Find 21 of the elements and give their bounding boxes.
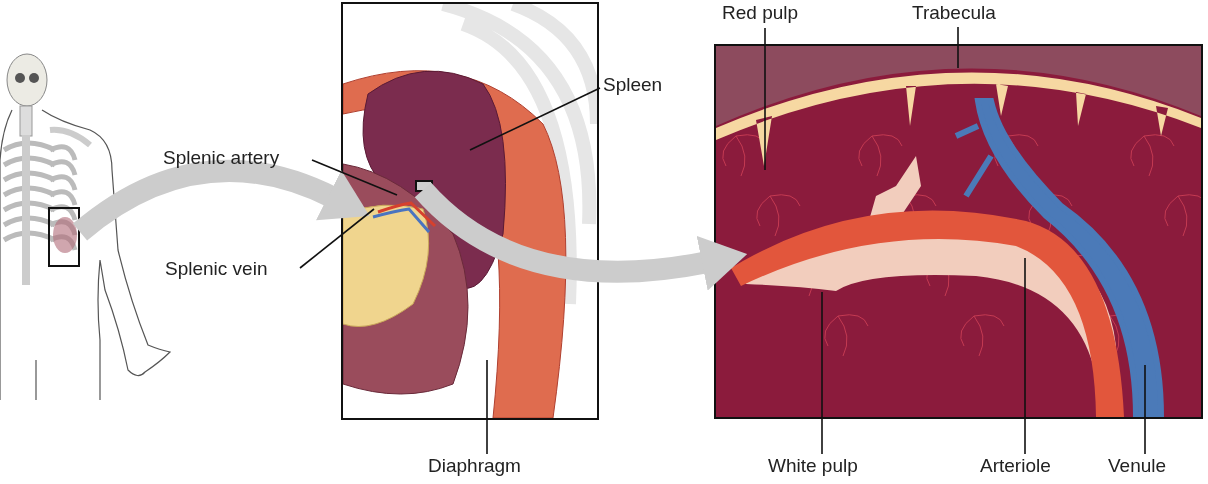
label-text: Trabecula bbox=[912, 3, 996, 24]
label-text: Arteriole bbox=[980, 456, 1051, 477]
leader-line bbox=[299, 208, 375, 269]
label-text: White pulp bbox=[768, 456, 858, 477]
label-text: Red pulp bbox=[722, 3, 799, 24]
leader-line bbox=[469, 87, 601, 151]
leader-line bbox=[821, 291, 823, 455]
leader-line bbox=[957, 26, 959, 69]
inset-frame bbox=[48, 207, 80, 267]
arrow bbox=[73, 159, 371, 241]
label-text: Splenic vein bbox=[165, 259, 268, 280]
leader-line bbox=[1144, 364, 1146, 455]
leader-line bbox=[311, 159, 398, 196]
label-text: Venule bbox=[1108, 456, 1167, 477]
label-text: Diaphragm bbox=[428, 456, 521, 477]
leader-line bbox=[1024, 257, 1026, 455]
leader-line bbox=[486, 359, 488, 455]
label-text: Spleen bbox=[603, 75, 663, 96]
arrow bbox=[415, 182, 748, 291]
leader-line bbox=[764, 27, 766, 171]
label-text: Splenic artery bbox=[163, 148, 280, 169]
